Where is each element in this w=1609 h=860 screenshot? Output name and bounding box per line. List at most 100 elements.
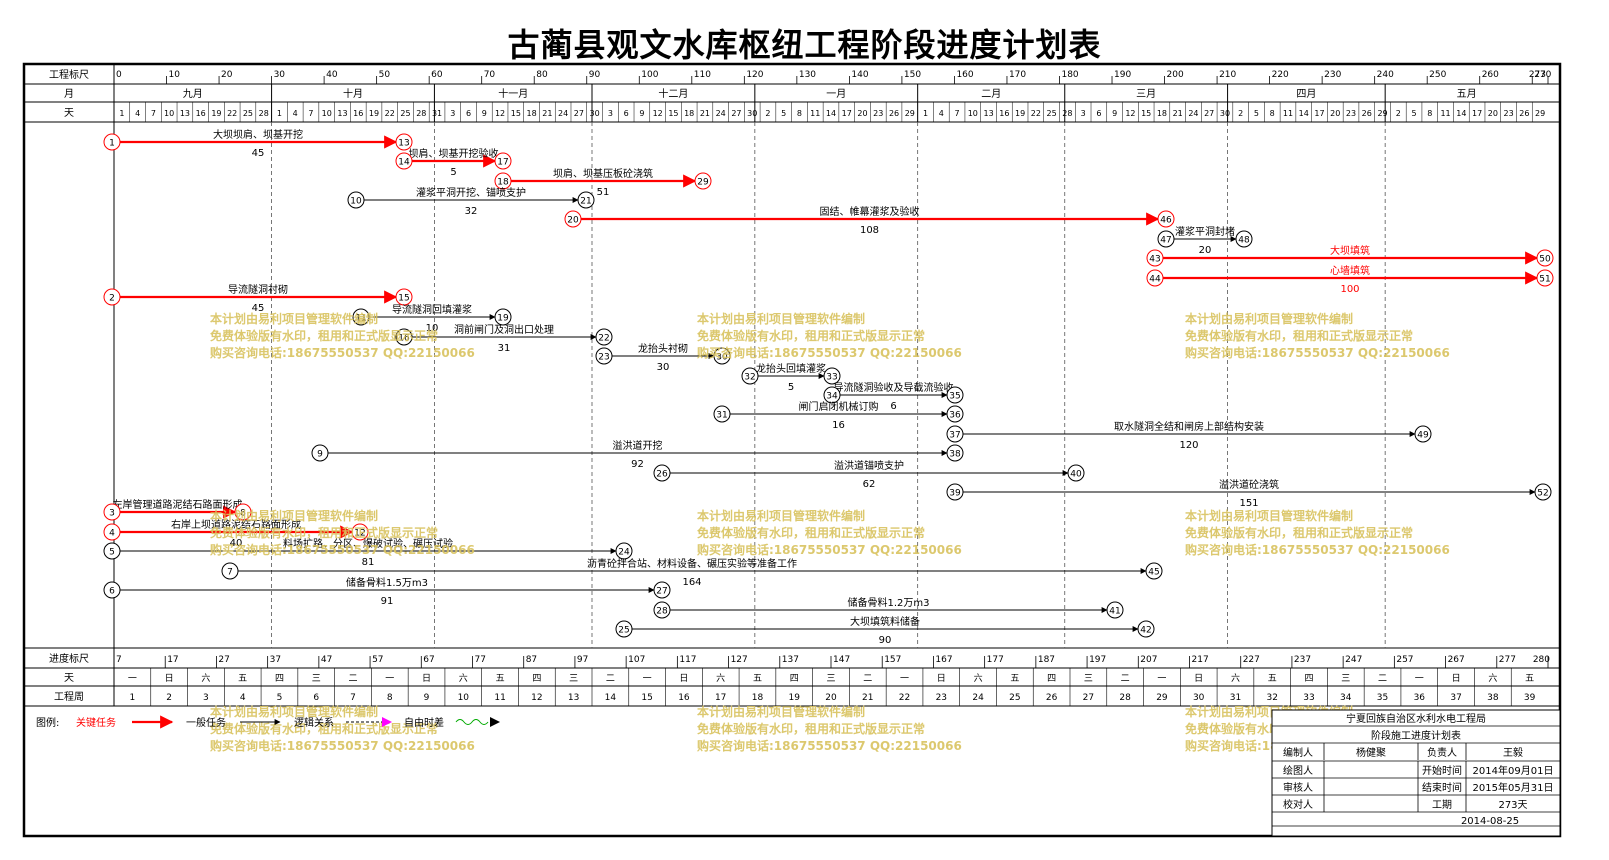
day-cell: 26: [1519, 109, 1529, 118]
day-cell: 28: [416, 109, 426, 118]
event-node: [494, 308, 512, 326]
progress-tick-label: 217: [1192, 655, 1209, 665]
event-node: [103, 581, 121, 599]
week-cell: 33: [1303, 693, 1314, 703]
scale-tick-label: 130: [799, 70, 816, 80]
watermark-text: 本计划由易利项目管理软件编制: [1185, 311, 1353, 326]
task-name: 溢洪道开挖: [613, 439, 663, 452]
scale-tick-label: 250: [1429, 70, 1446, 80]
day-cell: 15: [668, 109, 678, 118]
task-name: 大坝填筑料储备: [850, 615, 920, 628]
page-title: 古蔺县观文水库枢纽工程阶段进度计划表: [507, 26, 1102, 64]
week-cell: 22: [899, 693, 910, 703]
legend-label: 图例:: [36, 716, 59, 729]
month-cell: 五月: [1457, 88, 1477, 100]
day-cell: 22: [1031, 109, 1041, 118]
weekday-cell: 二: [606, 674, 615, 684]
event-node-label: 1: [109, 139, 115, 149]
info-cell: 审核人: [1283, 781, 1313, 794]
legend-logic-arrowhead: [382, 717, 392, 727]
day-cell: 17: [1314, 109, 1324, 118]
legend-free-arrowhead: [490, 717, 500, 727]
event-node-label: 30: [716, 353, 728, 363]
week-cell: 10: [458, 693, 470, 703]
task-name: 溢洪道锚喷支护: [834, 459, 904, 472]
day-cell: 16: [196, 109, 206, 118]
task-duration: 92: [631, 459, 644, 470]
event-node-label: 33: [826, 373, 837, 383]
week-cell: 37: [1450, 693, 1461, 703]
month-cell: 十月: [343, 87, 363, 100]
day-cell: 19: [211, 109, 221, 118]
event-node-label: 50: [1539, 255, 1551, 265]
task-duration: 5: [450, 167, 456, 178]
month-cell: 一月: [826, 88, 846, 100]
day-cell: 9: [482, 109, 487, 118]
info-cell: 绘图人: [1283, 764, 1313, 777]
task-duration: 45: [252, 148, 265, 159]
event-node: [103, 523, 121, 541]
day-cell: 9: [639, 109, 644, 118]
watermark-layer: 本计划由易利项目管理软件编制免费体验版有水印，租用和正式版显示正常购买咨询电话:…: [210, 311, 1450, 753]
watermark-text: 免费体验版有水印，租用和正式版显示正常: [697, 721, 925, 736]
weekday-cell: 四: [532, 674, 541, 684]
progress-tick-label: 97: [577, 655, 588, 665]
day-cell: 8: [797, 109, 802, 118]
event-node-label: 2: [109, 294, 115, 304]
event-node: [741, 367, 759, 385]
day-cell: 18: [526, 109, 536, 118]
weekday-cell: 一: [643, 674, 652, 684]
event-node: [395, 152, 413, 170]
info-plan: 阶段施工进度计划表: [1371, 729, 1461, 742]
scale-tick-label: 50: [379, 70, 391, 80]
progress-tick-label: 187: [1038, 655, 1055, 665]
event-node: [351, 523, 369, 541]
week-cell: 15: [641, 693, 652, 703]
day-cell: 1: [923, 109, 928, 118]
weekday-cell: 日: [1194, 673, 1203, 684]
event-node: [946, 444, 964, 462]
task-name: 大坝填筑: [1330, 244, 1370, 257]
week-cell: 23: [936, 693, 947, 703]
watermark-text: 购买咨询电话:18675550537 QQ:22150066: [210, 738, 475, 753]
day-cell: 14: [826, 109, 836, 118]
weekday-cell: 三: [826, 674, 835, 684]
event-node: [1157, 210, 1175, 228]
month-grid: [271, 122, 1386, 648]
day-cell: 20: [1488, 109, 1498, 118]
week-cell: 11: [494, 693, 505, 703]
day-cell: 28: [1062, 109, 1072, 118]
week-cell: 6: [313, 693, 319, 703]
event-node-label: 6: [109, 587, 115, 597]
weekday-cell: 一: [128, 674, 137, 684]
event-node: [234, 503, 252, 521]
event-node: [494, 152, 512, 170]
scale-tick-label: 210: [1219, 70, 1236, 80]
week-cell: 17: [715, 693, 726, 703]
progress-tick-label: 237: [1294, 655, 1311, 665]
week-cell: 19: [789, 693, 801, 703]
day-cell: 7: [955, 109, 960, 118]
progress-tick-label: 127: [731, 655, 748, 665]
weekday-cell: 二: [348, 674, 357, 684]
event-node-label: 41: [1109, 607, 1120, 617]
day-cell: 7: [151, 109, 156, 118]
legend-normal-label: 一般任务: [186, 716, 226, 729]
weekday-cell: 六: [716, 672, 725, 684]
outer-border: [22, 62, 1562, 838]
info-date: 2014-08-25: [1461, 816, 1519, 827]
weekday-cell: 二: [1378, 674, 1387, 684]
week-cell: 34: [1340, 693, 1352, 703]
week-cell: 12: [531, 693, 542, 703]
legend-free-label: 自由时差: [404, 716, 444, 729]
weekday-cell: 四: [1304, 674, 1313, 684]
event-node-label: 27: [656, 587, 667, 597]
day-cell: 4: [135, 109, 140, 118]
day-cell: 24: [558, 109, 568, 118]
day-cell: 30: [590, 109, 600, 118]
task-name: 龙抬头衬砌: [638, 342, 688, 355]
day-cell: 19: [369, 109, 379, 118]
event-node: [823, 367, 841, 385]
progress-tick-label: 27: [218, 655, 229, 665]
weekday-cell: 五: [496, 674, 505, 684]
